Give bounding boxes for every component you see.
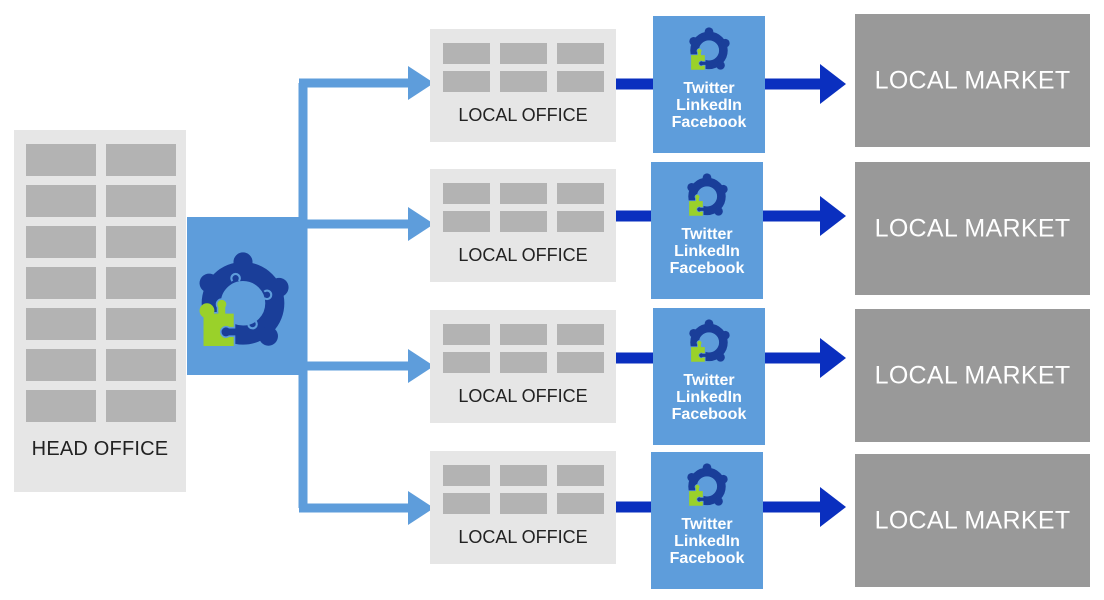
local-office-label: LOCAL OFFICE — [458, 245, 588, 265]
window-cell — [557, 465, 604, 486]
window-cell — [500, 71, 547, 92]
social-channel-twitter: Twitter — [681, 226, 733, 243]
window-cell — [106, 144, 176, 176]
social-channel-linkedin: LinkedIn — [676, 389, 742, 406]
social-channels-box: Twitter LinkedIn Facebook — [653, 308, 765, 445]
local-market-box: LOCAL MARKET — [855, 309, 1090, 442]
window-cell — [443, 465, 490, 486]
window-cell — [500, 465, 547, 486]
local-office-label: LOCAL OFFICE — [458, 527, 588, 547]
local-office-building-grid — [443, 465, 604, 514]
social-channels-text: Twitter LinkedIn Facebook — [653, 80, 765, 131]
window-cell — [26, 267, 96, 299]
window-cell — [500, 493, 547, 514]
window-cell — [443, 493, 490, 514]
local-office-box: LOCAL OFFICE — [430, 451, 616, 564]
window-cell — [443, 352, 490, 373]
window-cell — [500, 183, 547, 204]
local-market-label: LOCAL MARKET — [874, 66, 1071, 94]
window-cell — [500, 324, 547, 345]
branch-arrow-4 — [299, 491, 434, 525]
social-channel-twitter: Twitter — [683, 80, 735, 97]
local-market-label: LOCAL MARKET — [874, 361, 1071, 389]
social-channels-text: Twitter LinkedIn Facebook — [651, 516, 763, 567]
local-market-box: LOCAL MARKET — [855, 14, 1090, 147]
head-office-building-grid — [26, 144, 176, 422]
window-cell — [500, 211, 547, 232]
local-office-box: LOCAL OFFICE — [430, 310, 616, 423]
local-market-box: LOCAL MARKET — [855, 162, 1090, 295]
window-cell — [106, 390, 176, 422]
local-office-building-grid — [443, 43, 604, 92]
head-office-box: HEAD OFFICE — [14, 130, 186, 492]
social-channel-facebook: Facebook — [671, 406, 747, 423]
market-arrow-2 — [762, 196, 846, 236]
social-channel-twitter: Twitter — [681, 516, 733, 533]
branch-arrow-1 — [299, 66, 434, 100]
social-channel-twitter: Twitter — [683, 372, 735, 389]
head-office-label: HEAD OFFICE — [31, 438, 169, 460]
market-arrow-3 — [764, 338, 846, 378]
team-puzzle-icon — [687, 173, 728, 217]
local-office-label: LOCAL OFFICE — [458, 386, 588, 406]
social-channels-text: Twitter LinkedIn Facebook — [651, 226, 763, 277]
social-channel-linkedin: LinkedIn — [674, 243, 740, 260]
local-market-box: LOCAL MARKET — [855, 454, 1090, 587]
window-cell — [106, 185, 176, 217]
social-channel-facebook: Facebook — [669, 550, 745, 567]
window-cell — [557, 324, 604, 345]
team-puzzle-icon — [689, 27, 730, 71]
local-office-box: LOCAL OFFICE — [430, 29, 616, 142]
window-cell — [106, 226, 176, 258]
window-cell — [443, 211, 490, 232]
window-cell — [557, 43, 604, 64]
window-cell — [26, 226, 96, 258]
market-arrow-1 — [764, 64, 846, 104]
window-cell — [26, 349, 96, 381]
social-channel-facebook: Facebook — [669, 260, 745, 277]
window-cell — [557, 71, 604, 92]
window-cell — [26, 308, 96, 340]
local-market-label: LOCAL MARKET — [874, 214, 1071, 242]
window-cell — [106, 308, 176, 340]
team-puzzle-icon — [689, 319, 730, 363]
local-office-building-grid — [443, 183, 604, 232]
local-office-building-grid — [443, 324, 604, 373]
window-cell — [106, 349, 176, 381]
window-cell — [443, 324, 490, 345]
window-cell — [26, 185, 96, 217]
window-cell — [26, 144, 96, 176]
window-cell — [106, 267, 176, 299]
social-channel-linkedin: LinkedIn — [674, 533, 740, 550]
social-channels-box: Twitter LinkedIn Facebook — [651, 452, 763, 589]
social-channels-box: Twitter LinkedIn Facebook — [653, 16, 765, 153]
window-cell — [443, 71, 490, 92]
team-puzzle-icon — [687, 463, 728, 507]
social-channels-text: Twitter LinkedIn Facebook — [653, 372, 765, 423]
branch-arrow-2 — [303, 207, 434, 241]
window-cell — [26, 390, 96, 422]
hub-box — [187, 217, 303, 375]
window-cell — [443, 183, 490, 204]
window-cell — [557, 211, 604, 232]
social-channels-box: Twitter LinkedIn Facebook — [651, 162, 763, 299]
social-channel-facebook: Facebook — [671, 114, 747, 131]
branch-arrow-3 — [303, 349, 434, 383]
team-puzzle-icon — [199, 252, 289, 348]
window-cell — [500, 43, 547, 64]
window-cell — [557, 352, 604, 373]
local-office-label: LOCAL OFFICE — [458, 105, 588, 125]
local-market-label: LOCAL MARKET — [874, 506, 1071, 534]
local-office-box: LOCAL OFFICE — [430, 169, 616, 282]
window-cell — [557, 493, 604, 514]
window-cell — [443, 43, 490, 64]
market-arrow-4 — [762, 487, 846, 527]
window-cell — [557, 183, 604, 204]
window-cell — [500, 352, 547, 373]
social-channel-linkedin: LinkedIn — [676, 97, 742, 114]
